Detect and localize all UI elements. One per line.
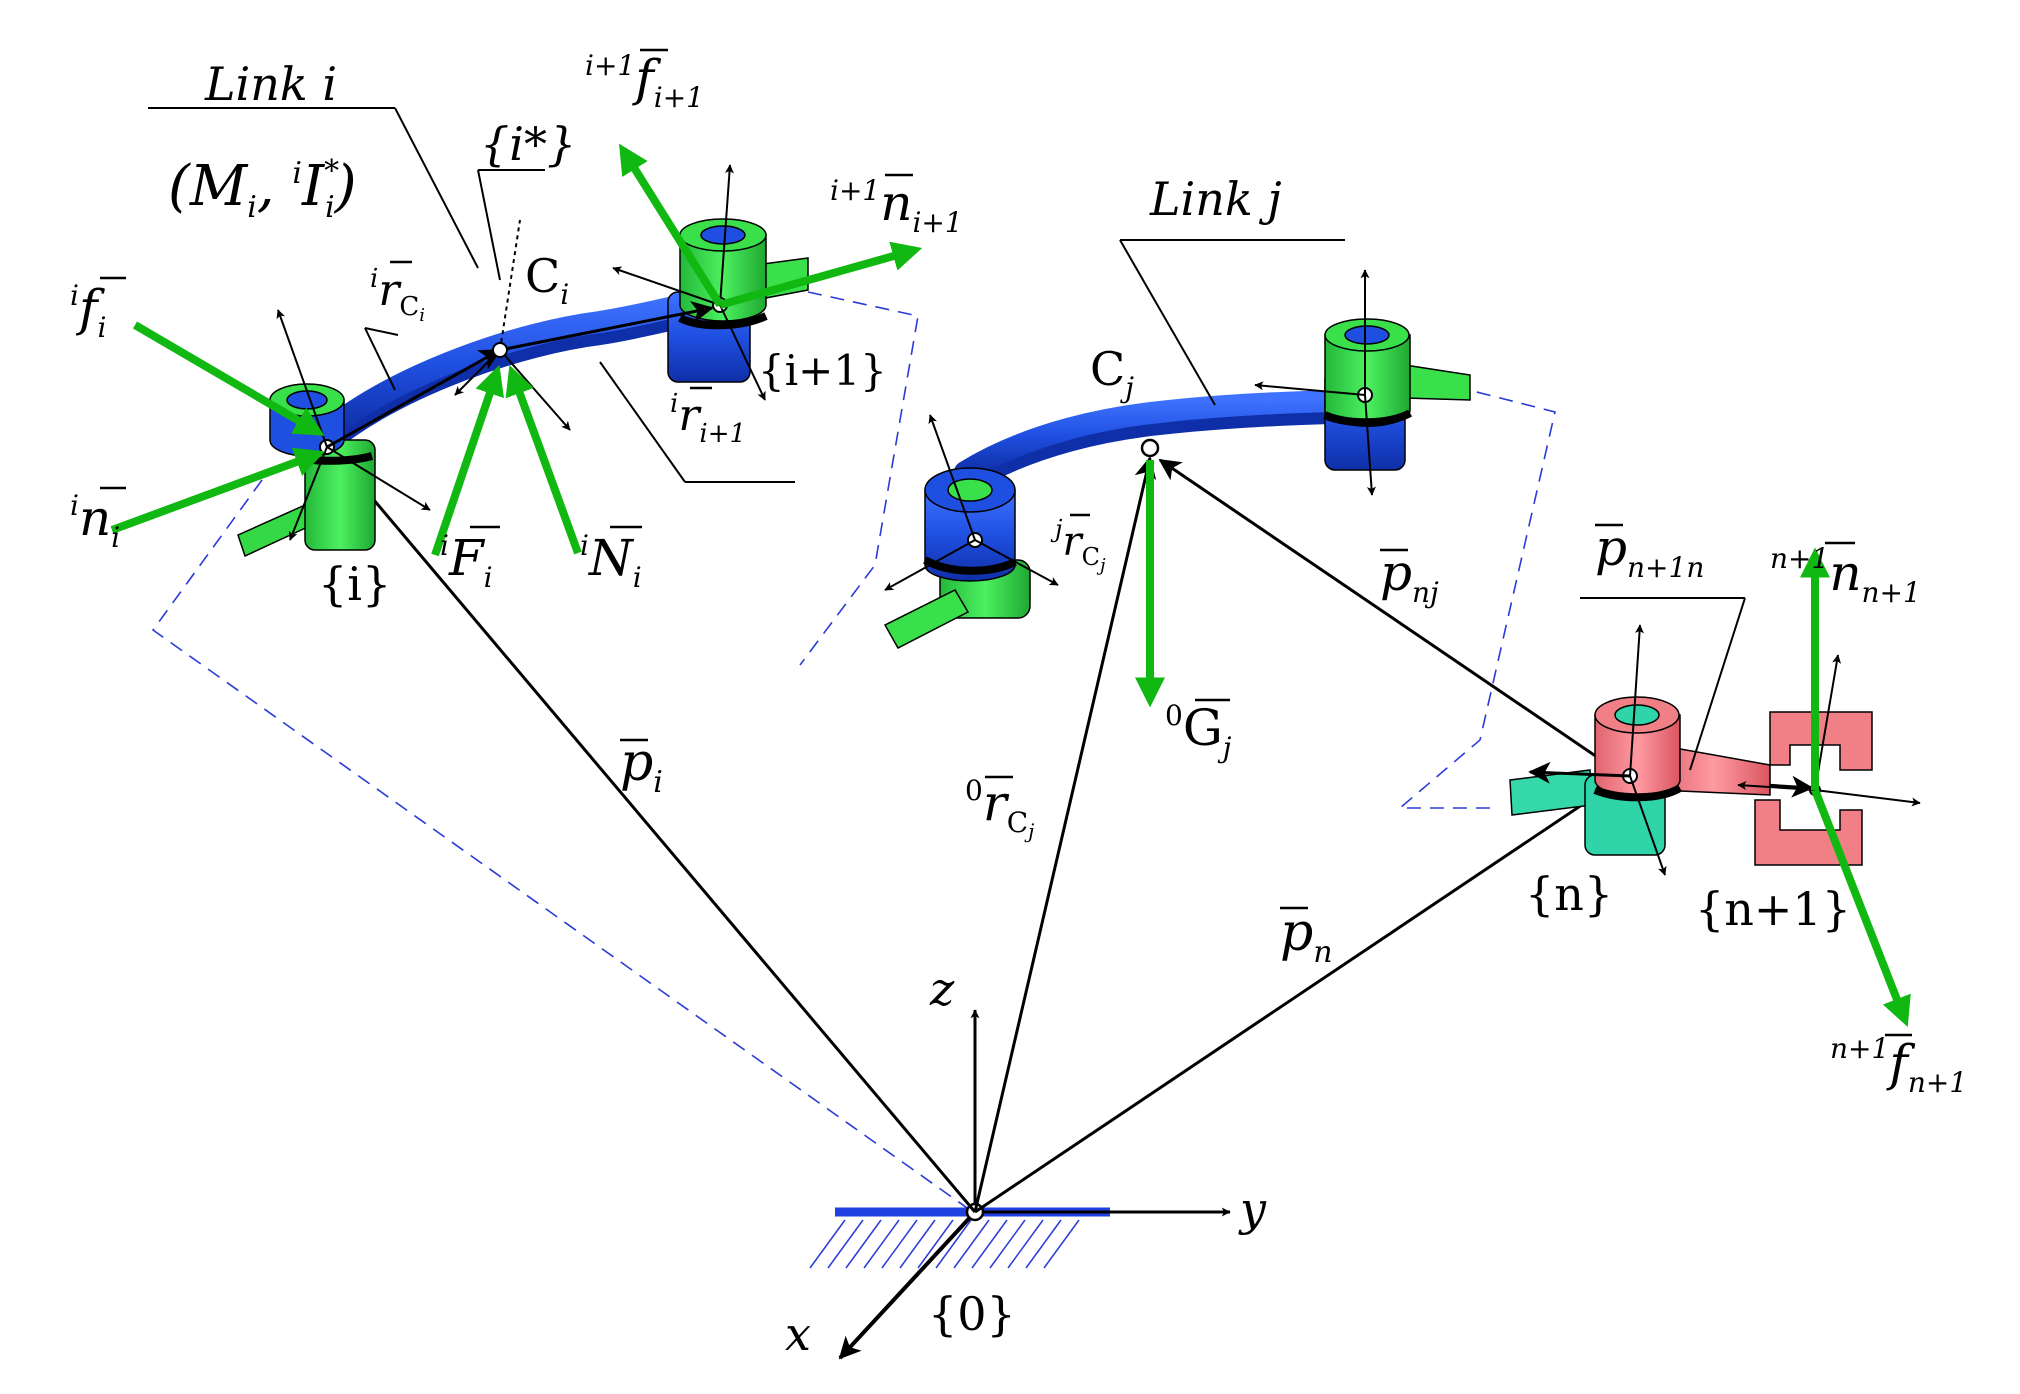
label-r-i1: iri+1 <box>670 389 746 449</box>
label-p-nj: pnj <box>1380 544 1439 609</box>
label-frame-0: {0} <box>928 1287 1016 1341</box>
link-i-vectors <box>326 219 714 449</box>
label-rC-j: jrCj <box>1050 515 1106 576</box>
label-p-i: pi <box>620 733 663 800</box>
link-j-body <box>950 389 1375 495</box>
label-axis-x: x <box>785 1307 811 1361</box>
label-link-i: Link i <box>204 57 337 111</box>
label-link-j: Link j <box>1149 172 1282 226</box>
label-C-j: Cj <box>1090 342 1134 404</box>
label-axis-z: z <box>929 962 955 1016</box>
label-axis-y: y <box>1238 1182 1267 1236</box>
ground-base <box>809 1207 1110 1269</box>
label-n-i: ini <box>70 489 120 554</box>
label-frame-n: {n} <box>1525 867 1613 921</box>
label-link-i-mass: (Mi, iI*i) <box>168 154 357 225</box>
link-j-com <box>1135 438 1165 708</box>
label-N-i: iNi <box>580 529 642 594</box>
link-j-left-joint <box>883 414 1059 649</box>
joint-i <box>237 309 431 558</box>
link-j-right-joint <box>1254 269 1471 496</box>
label-F-i: iFi <box>440 529 493 594</box>
label-C-i: Ci <box>525 249 569 311</box>
end-effector <box>1509 547 1921 1027</box>
label-frame-istar: {i*} <box>480 117 576 171</box>
label-f-i1: i+1fi+1 <box>585 49 704 114</box>
label-frame-i1: {i+1} <box>758 346 887 395</box>
position-vectors <box>328 446 1814 1214</box>
base-frame-axes <box>838 1009 1231 1360</box>
label-p-n1n: pn+1n <box>1595 519 1704 584</box>
label-frame-i: {i} <box>318 557 391 611</box>
vector-overbars <box>100 48 1912 1037</box>
label-f-i: ifi <box>70 279 106 344</box>
text-labels: Link i (Mi, iI*i) {i*} Link j Ci Cj {i} … <box>70 49 1967 1361</box>
label-n-i1: i+1ni+1 <box>830 174 963 239</box>
label-r0Cj: 0rCj <box>965 774 1034 843</box>
label-p-n: pn <box>1280 903 1333 970</box>
label-n-n1: n+1nn+1 <box>1770 542 1921 609</box>
label-rC-i: irCi <box>370 264 425 326</box>
dashed-planes <box>151 291 1556 1211</box>
label-frame-n1: {n+1} <box>1695 882 1851 936</box>
link-i-forces <box>110 143 923 557</box>
leader-lines <box>148 107 1746 771</box>
label-G-j: 0Gj <box>1165 699 1232 764</box>
label-f-n1: n+1fn+1 <box>1830 1032 1967 1099</box>
